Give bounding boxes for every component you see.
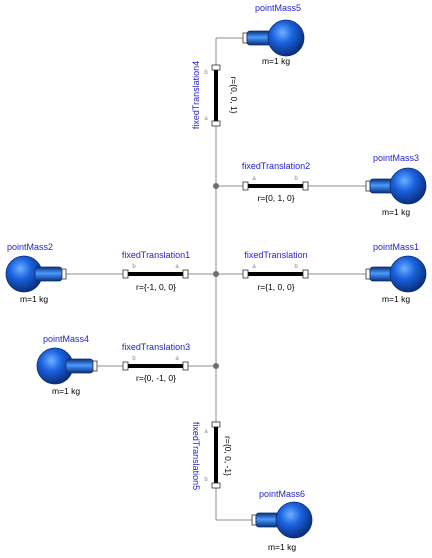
frame-connector-icon[interactable] — [242, 32, 248, 44]
fixedTranslation-name: fixedTranslation — [244, 250, 307, 260]
point-mass-sphere-icon — [275, 501, 313, 539]
pointMass5-component[interactable]: pointMass5 m=1 kg — [242, 3, 305, 66]
fixedTranslation4-r-param: r={0, 0, 1} — [229, 76, 239, 113]
fixedTranslation1-component[interactable]: b a fixedTranslation1 r={-1, 0, 0} — [122, 250, 190, 292]
port-b-label: b — [204, 477, 208, 483]
fixedTranslation4-component[interactable]: b a fixedTranslation4 r={0, 0, 1} — [191, 61, 239, 129]
pointMass4-component[interactable]: pointMass4 m=1 kg — [36, 334, 98, 396]
frame-b-connector-icon[interactable] — [122, 361, 129, 371]
pointMass3-mass-param: m=1 kg — [382, 207, 410, 217]
fixedTranslation5-component[interactable]: a b fixedTranslation5 r={0, 0, -1} — [191, 421, 233, 490]
fixedTranslation5-name: fixedTranslation5 — [191, 422, 201, 490]
port-a-label: a — [175, 264, 179, 270]
frame-b-connector-icon[interactable] — [302, 181, 309, 191]
port-a-label: a — [252, 264, 256, 270]
frame-connector-icon[interactable] — [365, 268, 371, 280]
pointMass2-component[interactable]: pointMass2 m=1 kg — [5, 242, 67, 304]
pointMass6-name: pointMass6 — [259, 489, 305, 499]
fixedTranslation1-r-param: r={-1, 0, 0} — [136, 282, 176, 292]
frame-a-connector-icon[interactable] — [182, 361, 189, 371]
pointMass3-name: pointMass3 — [373, 153, 419, 163]
port-b-label: b — [294, 176, 298, 182]
pointMass4-mass-param: m=1 kg — [52, 386, 80, 396]
pointMass6-component[interactable]: pointMass6 m=1 kg — [251, 489, 313, 552]
frame-b-connector-icon[interactable] — [211, 64, 221, 71]
fixedTranslation2-component[interactable]: a b fixedTranslation2 r={0, 1, 0} — [242, 161, 310, 203]
junction-node — [213, 363, 219, 369]
fixedTranslation3-name: fixedTranslation3 — [122, 342, 190, 352]
fixedTranslation3-component[interactable]: b a fixedTranslation3 r={0, -1, 0} — [122, 342, 190, 383]
pointMass2-name: pointMass2 — [7, 242, 53, 252]
frame-a-connector-icon[interactable] — [242, 269, 249, 279]
pointMass2-mass-param: m=1 kg — [20, 294, 48, 304]
fixedTranslation4-name: fixedTranslation4 — [191, 61, 201, 129]
pointMass4-name: pointMass4 — [43, 334, 89, 344]
fixedTranslation-component[interactable]: a b fixedTranslation r={1, 0, 0} — [242, 250, 309, 292]
rigid-rod-icon — [128, 272, 183, 276]
frame-a-connector-icon[interactable] — [182, 269, 189, 279]
port-a-label: a — [204, 429, 208, 435]
port-a-label: a — [252, 176, 256, 182]
frame-b-connector-icon[interactable] — [122, 269, 129, 279]
fixedTranslation2-name: fixedTranslation2 — [242, 161, 310, 171]
rigid-rod-icon — [214, 427, 218, 483]
rigid-rod-icon — [248, 184, 303, 188]
fixedTranslation3-r-param: r={0, -1, 0} — [136, 373, 176, 383]
fixedTranslation1-name: fixedTranslation1 — [122, 250, 190, 260]
frame-a-connector-icon[interactable] — [211, 120, 221, 127]
port-b-label: b — [204, 70, 208, 76]
junction-node — [213, 271, 219, 277]
frame-connector-icon[interactable] — [61, 268, 67, 280]
port-b-label: b — [132, 356, 136, 362]
junction-node — [213, 183, 219, 189]
pointMass5-mass-param: m=1 kg — [262, 56, 290, 66]
port-b-label: b — [294, 264, 298, 270]
frame-b-connector-icon[interactable] — [211, 482, 221, 489]
point-mass-sphere-icon — [389, 255, 427, 293]
point-mass-sphere-icon — [267, 19, 305, 57]
pointMass1-component[interactable]: pointMass1 m=1 kg — [365, 242, 427, 304]
mass-rod-icon — [34, 266, 63, 282]
frame-connector-icon[interactable] — [365, 180, 371, 192]
frame-a-connector-icon[interactable] — [242, 181, 249, 191]
fixedTranslation5-r-param: r={0, 0, -1} — [223, 436, 233, 476]
pointMass6-mass-param: m=1 kg — [268, 542, 296, 552]
frame-connector-icon[interactable] — [92, 360, 98, 372]
fixedTranslation2-r-param: r={0, 1, 0} — [257, 193, 294, 203]
port-a-label: a — [175, 356, 179, 362]
frame-a-connector-icon[interactable] — [211, 421, 221, 428]
frame-b-connector-icon[interactable] — [302, 269, 309, 279]
pointMass1-name: pointMass1 — [373, 242, 419, 252]
rigid-rod-icon — [214, 70, 218, 121]
mass-rod-icon — [65, 358, 94, 374]
port-b-label: b — [132, 264, 136, 270]
rigid-rod-icon — [128, 364, 183, 368]
point-mass-sphere-icon — [389, 167, 427, 205]
rigid-rod-icon — [248, 272, 303, 276]
frame-connector-icon[interactable] — [251, 514, 257, 526]
fixedTranslation-r-param: r={1, 0, 0} — [257, 282, 294, 292]
port-a-label: a — [204, 116, 208, 122]
pointMass5-name: pointMass5 — [255, 3, 301, 13]
junction-nodes — [213, 183, 219, 369]
pointMass1-mass-param: m=1 kg — [382, 294, 410, 304]
pointMass3-component[interactable]: pointMass3 m=1 kg — [365, 153, 427, 217]
